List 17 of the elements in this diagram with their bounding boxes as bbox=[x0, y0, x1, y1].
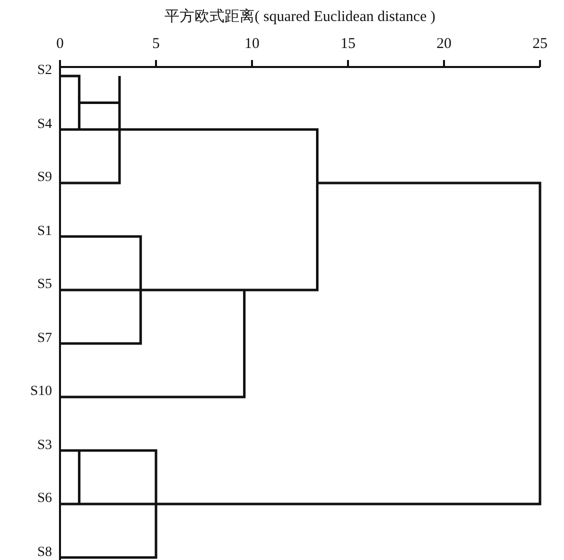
leaf-label: S6 bbox=[37, 492, 52, 506]
leaf-label: S8 bbox=[37, 546, 52, 560]
leaf-label: S5 bbox=[37, 278, 52, 292]
leaf-label: S2 bbox=[37, 64, 52, 78]
tick-label: 0 bbox=[56, 37, 64, 52]
tick-label: 25 bbox=[532, 37, 548, 52]
tick-label: 15 bbox=[340, 37, 356, 52]
tick-label: 20 bbox=[436, 37, 452, 52]
leaf-label: S4 bbox=[37, 118, 52, 132]
tick-label: 10 bbox=[244, 37, 260, 52]
axis-title: 平方欧式距离( squared Euclidean distance ) bbox=[164, 10, 436, 25]
leaf-label: S10 bbox=[30, 385, 52, 399]
leaf-label: S7 bbox=[37, 332, 52, 346]
leaf-label: S3 bbox=[37, 438, 52, 452]
leaf-label: S1 bbox=[37, 224, 52, 238]
tick-label: 5 bbox=[152, 37, 160, 52]
leaf-label: S9 bbox=[37, 171, 52, 185]
